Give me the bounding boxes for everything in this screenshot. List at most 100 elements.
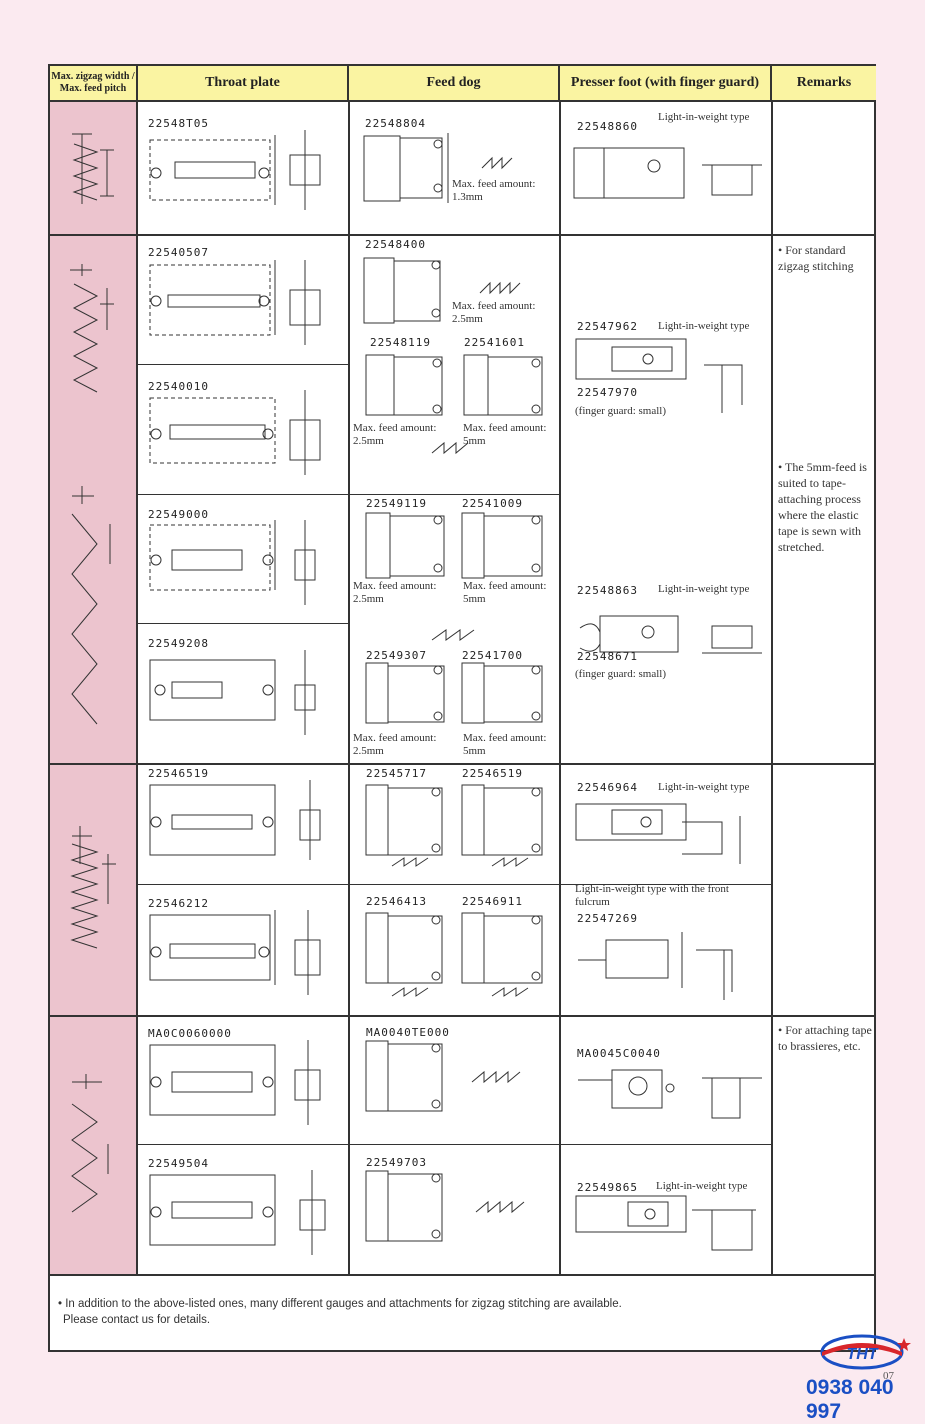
header-remarks: Remarks: [772, 66, 876, 102]
presser-foot-drawing: [575, 803, 741, 864]
throat-plate-drawing: [149, 390, 321, 475]
feed-dog-code: 22546413: [366, 895, 427, 908]
zigzag-stitch-icon: [71, 1074, 109, 1213]
presser-foot-code: MA0045C0040: [577, 1047, 661, 1060]
feed-amount-note: Max. feed amount: 2.5mm: [353, 732, 437, 757]
feed-dog-drawing: [365, 512, 543, 641]
feed-dog-code: 22548804: [365, 117, 426, 130]
zigzag-stitch-icon: [72, 133, 114, 204]
header-throat-plate: Throat plate: [138, 66, 349, 102]
presser-foot-type: Light-in-weight type: [658, 583, 750, 595]
sub-divider: [138, 364, 349, 365]
sub-divider: [560, 884, 772, 885]
sub-divider: [560, 1144, 772, 1145]
presser-foot-code: 22547962: [577, 320, 638, 333]
feed-dog-code: 22545717: [366, 767, 427, 780]
row-divider: [50, 234, 876, 236]
throat-plate-drawing: [149, 1040, 321, 1125]
presser-foot-type: Light-in-weight type: [658, 320, 750, 332]
zigzag-illustrations: [70, 133, 116, 1213]
presser-foot-drawing: [579, 615, 762, 654]
throat-plate-drawing: [149, 130, 321, 210]
presser-foot-drawing: [573, 147, 762, 199]
feed-dog-code: 22549119: [366, 497, 427, 510]
finger-guard-note: (finger guard: small): [575, 668, 667, 680]
divider: [348, 102, 350, 1276]
presser-foot-drawing: [578, 932, 733, 1000]
feed-dog-drawing: [365, 354, 543, 455]
remark-standard-zigzag: • For standard zigzag stitching: [778, 243, 854, 273]
divider: [559, 102, 561, 1276]
throat-plate-code: MA0C0060000: [148, 1027, 232, 1040]
sub-divider: [138, 623, 349, 624]
throat-plate-drawing: [149, 520, 316, 605]
feed-amount-note: Max. feed amount: 2.5mm: [353, 580, 437, 605]
zigzag-stitch-icon: [70, 826, 116, 949]
feed-amount-note: Max. feed amount: 1.3mm: [452, 178, 536, 203]
divider: [771, 102, 773, 1276]
throat-plate-drawing: [149, 260, 321, 345]
feed-dog-code: 22549307: [366, 649, 427, 662]
feed-dog-drawing: [365, 1170, 525, 1242]
feed-dog-code: 22541700: [462, 649, 523, 662]
feed-dog-code: 22541601: [464, 336, 525, 349]
presser-foot-code: 22548860: [577, 120, 638, 133]
sub-divider: [138, 494, 349, 495]
feed-dog-drawing: [363, 133, 513, 203]
presser-foot-code: 22549865: [577, 1181, 638, 1194]
sub-divider: [138, 884, 349, 885]
feed-dog-drawing: [365, 784, 543, 867]
throat-plate-drawing: [149, 1170, 326, 1255]
throat-plate-drawings: [149, 130, 326, 1255]
throat-plate-drawing: [149, 910, 321, 995]
sub-divider: [138, 1144, 349, 1145]
presser-foot-type: Light-in-weight type with the front fulc…: [575, 883, 729, 908]
feed-amount-note: Max. feed amount: 2.5mm: [353, 422, 437, 447]
feed-dog-drawing: [363, 257, 521, 324]
presser-foot-drawing: [578, 1069, 762, 1119]
page-number: 07: [883, 1370, 894, 1382]
feed-dog-drawing: [365, 1040, 521, 1112]
throat-plate-code: 22546212: [148, 897, 209, 910]
sub-divider: [349, 494, 560, 495]
throat-plate-code: 22548T05: [148, 117, 209, 130]
presser-foot-drawing: [575, 338, 743, 413]
zigzag-stitch-icon: [71, 486, 111, 725]
feed-dog-drawing: [365, 912, 543, 997]
throat-plate-code: 22540507: [148, 246, 209, 259]
tht-logo: THT: [820, 1334, 911, 1370]
finger-guard-note: (finger guard: small): [575, 405, 667, 417]
feed-dog-code: 22546519: [462, 767, 523, 780]
throat-plate-code: 22549208: [148, 637, 209, 650]
throat-plate-drawing: [149, 780, 321, 860]
throat-plate-drawing: [149, 650, 316, 735]
presser-foot-code: 22547269: [577, 912, 638, 925]
feed-amount-note: Max. feed amount: 5mm: [463, 580, 547, 605]
remark-brassieres: • For attaching tape to brassieres, etc.: [778, 1023, 872, 1053]
footnote-line1: • In addition to the above-listed ones, …: [58, 1298, 622, 1310]
presser-foot-code: 22548671: [577, 650, 638, 663]
header-feed-dog: Feed dog: [349, 66, 560, 102]
presser-foot-type: Light-in-weight type: [658, 781, 750, 793]
throat-plate-code: 22540010: [148, 380, 209, 393]
feed-dog-drawings: [363, 133, 543, 1242]
feed-dog-code: 22548119: [370, 336, 431, 349]
zigzag-stitch-icon: [70, 264, 114, 393]
presser-foot-drawing: [575, 1195, 756, 1251]
sub-divider: [349, 1144, 560, 1145]
gauge-table: Max. zigzag width / Max. feed pitch Thro…: [48, 64, 876, 1352]
header-zigzag-width: Max. zigzag width / Max. feed pitch: [50, 66, 138, 102]
feed-dog-code: 22546911: [462, 895, 523, 908]
row-divider: [50, 763, 876, 765]
row-divider: [50, 1274, 876, 1276]
feed-dog-code: 22548400: [365, 238, 426, 251]
footnote-line2: Please contact us for details.: [63, 1314, 211, 1326]
presser-foot-type: Light-in-weight type: [656, 1180, 748, 1192]
header-presser-foot: Presser foot (with finger guard): [560, 66, 772, 102]
feed-dog-drawing: [365, 662, 543, 724]
presser-foot-code: 22547970: [577, 386, 638, 399]
throat-plate-code: 22546519: [148, 767, 209, 780]
presser-foot-code: 22548863: [577, 584, 638, 597]
feed-dog-code: MA0040TE000: [366, 1026, 450, 1039]
throat-plate-code: 22549000: [148, 508, 209, 521]
